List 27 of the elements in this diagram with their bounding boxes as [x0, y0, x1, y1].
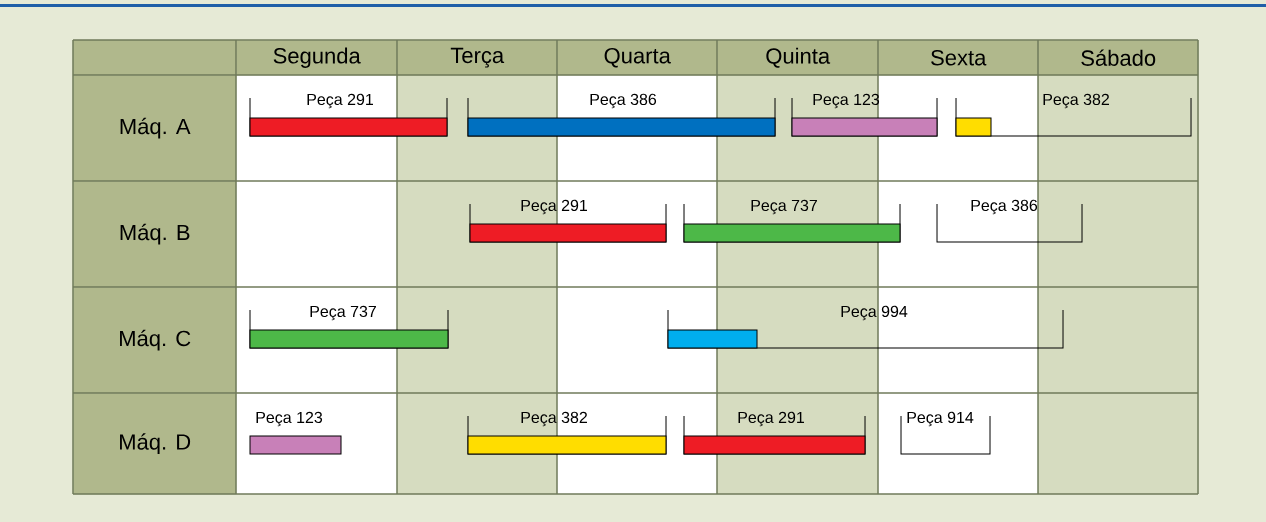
- node-label: Peça 382: [1043, 93, 1109, 109]
- node-label: Peça 291: [307, 93, 373, 109]
- task-bar: Peça 291: [683, 411, 866, 455]
- node-label: Peça 386: [590, 93, 657, 109]
- task-bar: Peça 291: [249, 93, 448, 137]
- task-bar: Peça 737: [249, 305, 449, 349]
- task-bar: Peça 386: [467, 93, 776, 137]
- row-header-cell: Máq. D: [73, 393, 237, 495]
- task-bar: Peça 914: [900, 411, 991, 455]
- task-bar: Peça 123: [249, 411, 342, 455]
- node-label: Peça 123: [256, 411, 323, 427]
- node-label: Peça 382: [521, 411, 587, 427]
- node-label: Peça 123: [813, 93, 880, 109]
- node-label: Peça 291: [521, 199, 587, 215]
- node-label: Peça 737: [310, 305, 376, 321]
- node-label: Peça 994: [841, 305, 908, 321]
- node-label: Peça 291: [738, 411, 804, 427]
- task-bar: Peça 737: [683, 199, 901, 243]
- row-header-cell: Máq. B: [73, 181, 237, 288]
- task-bar: Peça 386: [936, 199, 1083, 243]
- row-header-cell: Máq. C: [73, 287, 237, 394]
- task-bar: Peça 382: [467, 411, 667, 455]
- node-label: Peça 737: [751, 199, 817, 215]
- task-bar: Peça 382: [955, 93, 1192, 137]
- task-bar: Peça 291: [469, 199, 667, 243]
- task-bar: Peça 123: [791, 93, 938, 137]
- task-bar: Peça 994: [667, 305, 1064, 349]
